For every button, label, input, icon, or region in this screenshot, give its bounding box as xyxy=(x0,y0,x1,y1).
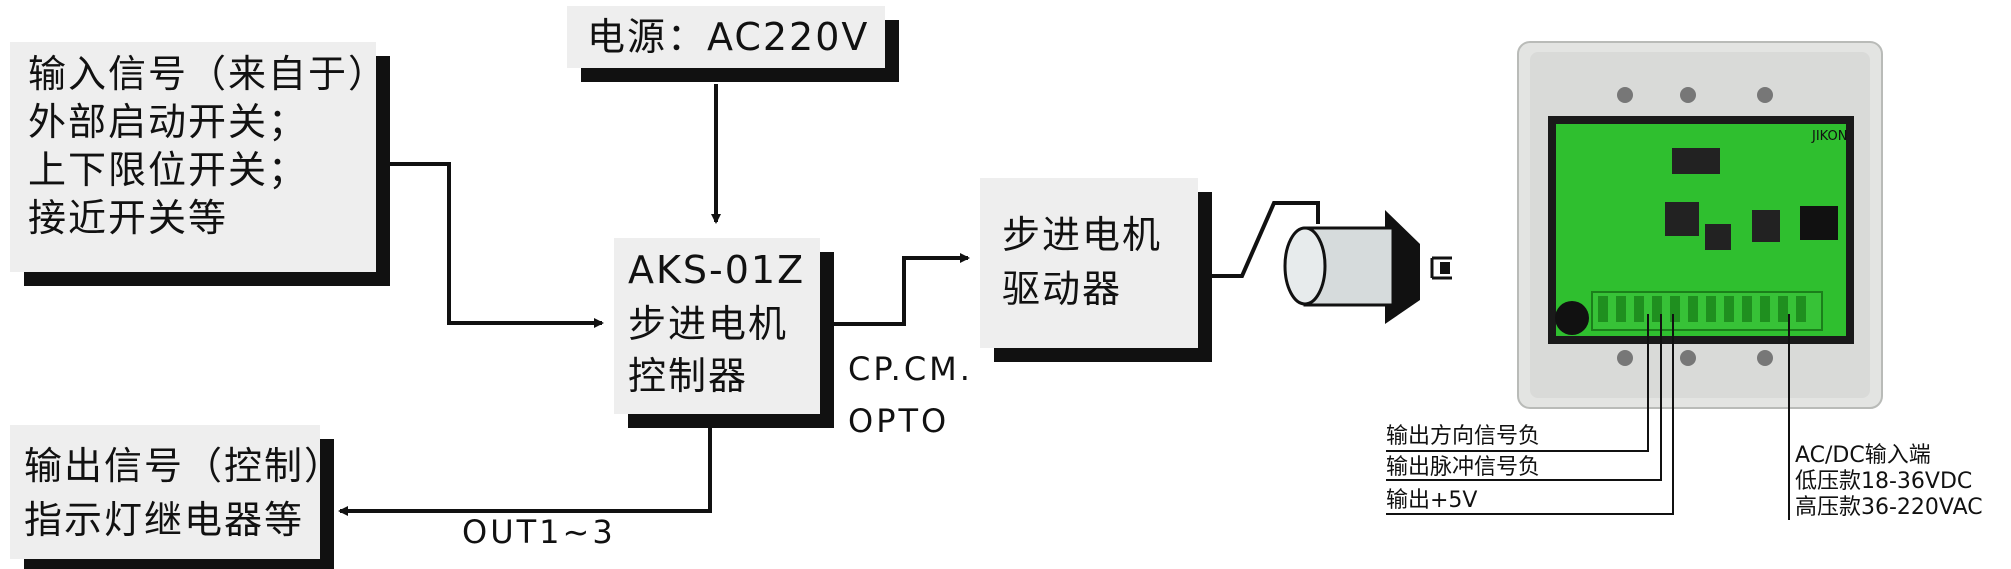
opto-label: OPTO xyxy=(848,402,950,440)
controller-line-1: AKS-01Z xyxy=(628,248,806,292)
controller-to-output-arrow xyxy=(338,420,712,516)
callout-plus-5v: 输出+5V xyxy=(1386,488,1478,513)
input-line-3: 上下限位开关； xyxy=(28,148,309,192)
controller-line-3: 控制器 xyxy=(628,354,749,398)
input-line-1: 输入信号（来自于） xyxy=(28,52,389,96)
output-line-1: 输出信号（控制） xyxy=(24,444,345,488)
power-source-label: 电源：AC220V xyxy=(587,15,870,59)
callout-line-direction xyxy=(1386,314,1649,452)
callout-power-input-1: AC/DC输入端 xyxy=(1795,443,1931,468)
output-line-2: 指示灯继电器等 xyxy=(24,498,305,542)
input-line-4: 接近开关等 xyxy=(28,196,229,240)
board-brand-text: JIKON xyxy=(1811,129,1847,144)
input-signal-box: 输入信号（来自于） 外部启动开关； 上下限位开关； 接近开关等 xyxy=(10,42,389,272)
out-label: OUT1~3 xyxy=(462,513,616,551)
input-line-2: 外部启动开关； xyxy=(28,100,309,144)
callout-line-5v xyxy=(1386,314,1674,515)
callout-line-pulse xyxy=(1386,314,1662,481)
callout-power-input-3: 高压款36-220VAC xyxy=(1795,495,1983,520)
driver-line-1: 步进电机 xyxy=(1002,213,1163,257)
driver-line-2: 驱动器 xyxy=(1002,267,1123,311)
driver-box: 步进电机 驱动器 xyxy=(980,178,1198,348)
controller-to-driver-arrow xyxy=(830,253,970,326)
input-to-controller-arrow xyxy=(372,162,604,328)
controller-device-image: JIKON xyxy=(1517,41,1883,409)
stepper-motor-icon xyxy=(1283,210,1452,324)
cp-cm-label: CP.CM. xyxy=(848,350,973,388)
callout-power-input-2: 低压款18-36VDC xyxy=(1795,469,1973,494)
callout-pulse-negative: 输出脉冲信号负 xyxy=(1386,455,1541,480)
power-source-box: 电源：AC220V xyxy=(567,6,885,68)
callout-direction-negative: 输出方向信号负 xyxy=(1386,424,1541,449)
controller-box: AKS-01Z 步进电机 控制器 xyxy=(614,238,820,414)
driver-to-motor-cable xyxy=(1196,201,1320,278)
output-signal-box: 输出信号（控制） 指示灯继电器等 xyxy=(10,425,345,559)
controller-line-2: 步进电机 xyxy=(628,302,789,346)
